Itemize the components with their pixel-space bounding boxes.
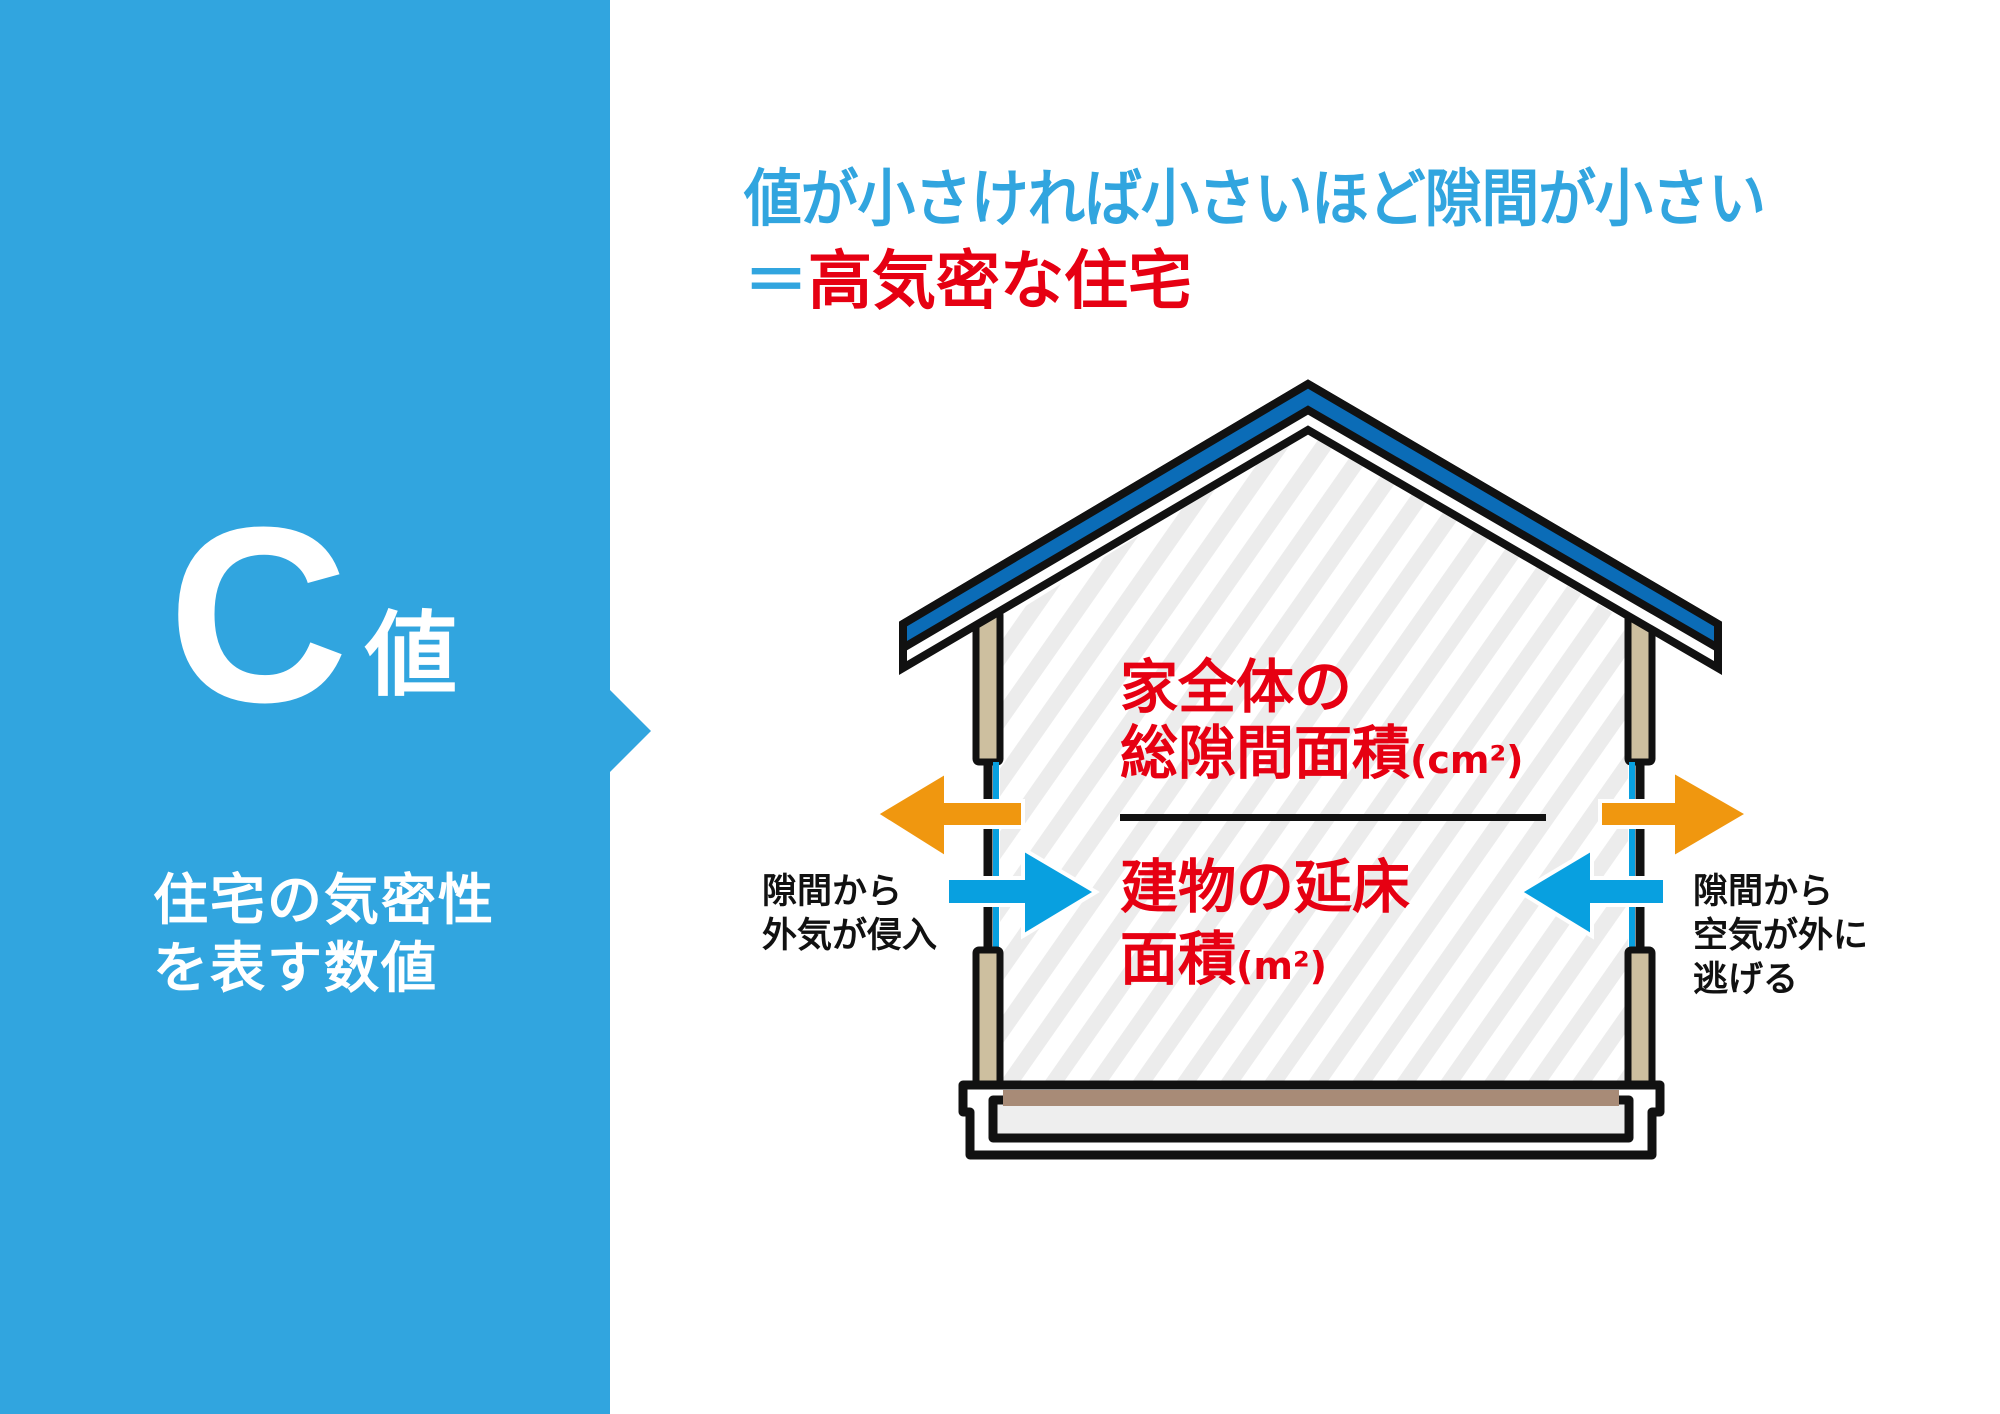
numerator-line-2: 総隙間面積(cm²) [1120,720,1524,793]
panel-description: 住宅の気密性 を表す数値 [153,866,495,1002]
numerator-line-1: 家全体の [1120,653,1353,721]
c-value-kanji: 値 [365,602,458,709]
denominator-term: 面積 [1120,925,1237,993]
numerator-term: 総隙間面積 [1120,719,1411,787]
right-wall [1624,608,1656,1094]
denominator-line-2: 面積(m²) [1120,926,1327,999]
headline-line-2: ＝高気密な住宅 [744,250,1192,314]
right-annotation: 隙間から 空気が外に 逃げる [1693,870,1868,1002]
roof [899,379,1722,675]
left-annotation-line-1: 隙間から [762,872,903,912]
denominator-line-1: 建物の延床 [1120,853,1411,921]
denominator-unit: (m²) [1236,944,1327,988]
left-annotation-line-2: 外気が侵入 [762,916,938,956]
panel-description-line-2: を表す数値 [153,936,439,1000]
panel-description-line-1: 住宅の気密性 [153,868,496,932]
equals-sign: ＝ [744,245,808,319]
headline-line-1: 値が小さければ小さいほど隙間が小さい [744,162,1766,235]
fraction-bar [1120,814,1546,821]
arrow-outside-air-entering-left [945,845,1100,940]
foundation [958,1080,1665,1160]
arrow-air-escaping-left [872,768,1025,862]
right-annotation-line-3: 逃げる [1693,960,1799,1000]
left-annotation: 隙間から 外気が侵入 [762,870,937,958]
left-wall [972,608,1004,1094]
panel-pointer-notch [609,689,651,773]
c-value-letter: C [168,475,349,754]
headline-emphasis: 高気密な住宅 [808,245,1192,319]
c-value-panel [0,0,610,1414]
numerator-unit: (cm²) [1410,738,1524,782]
arrow-outside-air-entering-right [1516,845,1667,940]
interior-hatch [1000,430,1628,1090]
arrow-air-escaping-right [1598,767,1752,862]
right-annotation-line-2: 空気が外に [1693,916,1869,956]
right-annotation-line-1: 隙間から [1693,872,1834,912]
